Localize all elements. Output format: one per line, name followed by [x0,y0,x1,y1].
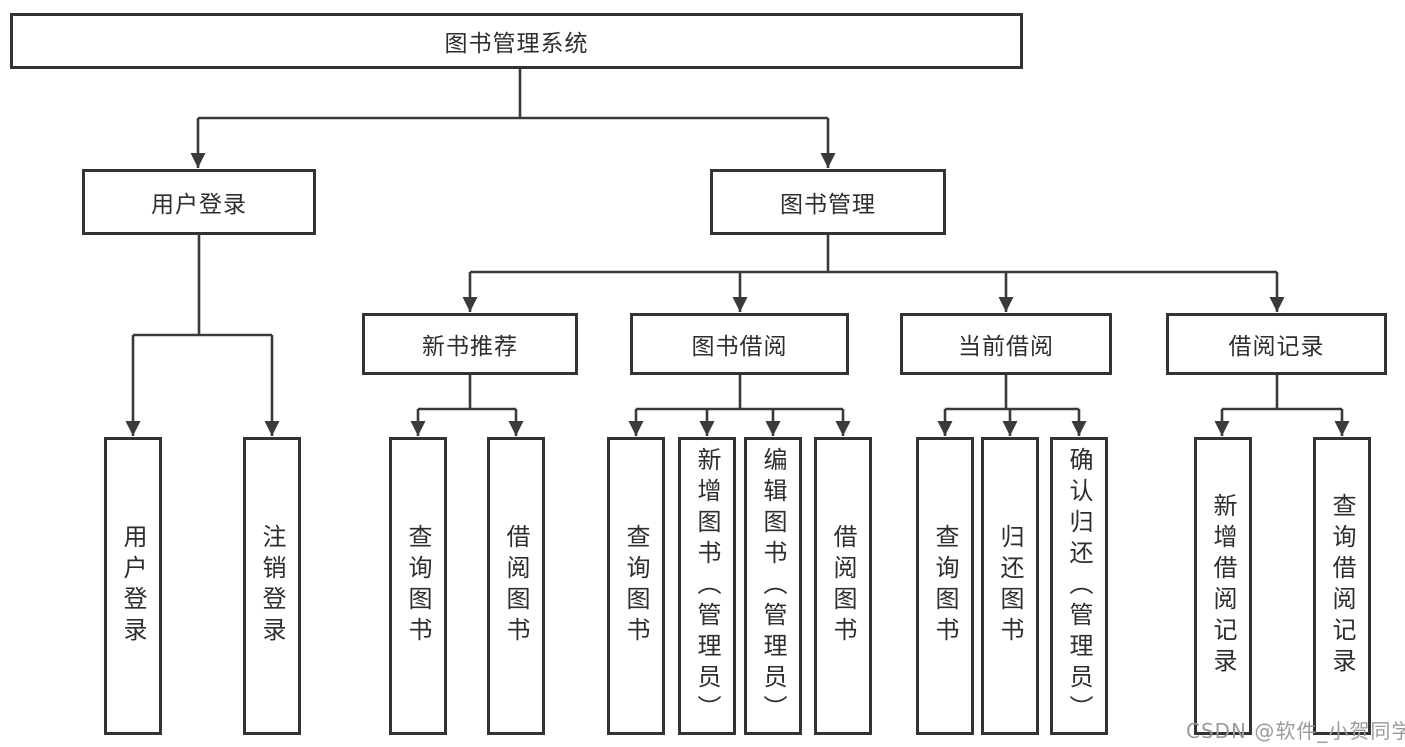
diagram-node-book-mgmt: 图书管理 [710,169,946,235]
diagram-leaf-edit-book-admin: 编辑图书（管理员） [744,437,802,735]
connector-user-login-to-leaves [125,235,280,436]
diagram-leaf-return-book: 归还图书 [981,437,1039,735]
diagram-node-new-book-rec: 新书推荐 [362,313,578,375]
connector-book-mgmt-to-level3 [462,235,1285,312]
connector-root-to-level2 [190,69,836,168]
diagram-leaf-query-book-3: 查询图书 [916,437,974,735]
diagram-node-root: 图书管理系统 [10,13,1023,69]
diagram-leaf-query-book-1: 查询图书 [389,437,447,735]
diagram-node-borrow-records: 借阅记录 [1166,313,1387,375]
diagram-leaf-add-borrow-record: 新增借阅记录 [1194,437,1252,735]
diagram-node-current-borrow: 当前借阅 [900,313,1112,375]
connector-new-book-rec-to-leaves [410,375,524,436]
connector-book-borrow-to-leaves [628,375,851,436]
diagram-leaf-query-borrow-record: 查询借阅记录 [1313,437,1371,735]
diagram-leaf-confirm-return-admin: 确认归还（管理员） [1050,437,1108,735]
diagram-leaf-logout: 注销登录 [243,437,301,735]
diagram-leaf-user-login: 用户登录 [104,437,162,735]
connector-current-borrow-to-leaves [937,375,1087,436]
diagram-node-user-login: 用户登录 [82,169,316,235]
connector-borrow-records-to-leaves [1214,375,1350,436]
diagram-leaf-query-book-2: 查询图书 [607,437,665,735]
watermark: CSDN @软件_小贺同学 [1186,719,1405,743]
diagram-leaf-borrow-book-2: 借阅图书 [814,437,872,735]
diagram-node-book-borrow: 图书借阅 [630,313,849,375]
diagram-leaf-add-book-admin: 新增图书（管理员） [678,437,736,735]
diagram-leaf-borrow-book-1: 借阅图书 [487,437,545,735]
